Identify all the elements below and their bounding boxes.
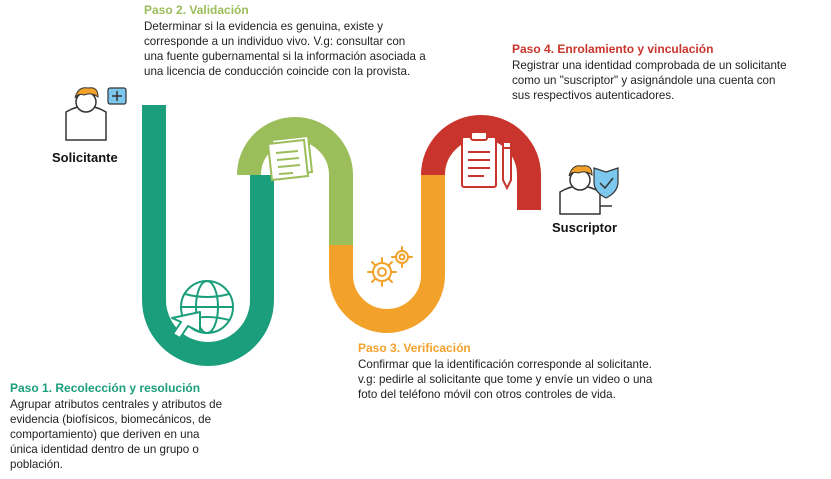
step-2-block: Paso 2. Validación Determinar si la evid… xyxy=(144,3,466,79)
document-icon xyxy=(266,134,314,182)
step-1-description: Agrupar atributos centrales y atributos … xyxy=(10,398,223,471)
path-segment-step1 xyxy=(142,105,274,366)
step-1-title: Paso 1. Recolección y resolución xyxy=(10,381,201,395)
path-segment-step4 xyxy=(421,115,541,210)
step-3-block: Paso 3. Verificación Confirmar que la id… xyxy=(358,341,718,402)
step-4-title: Paso 4. Enrolamiento y vinculación xyxy=(512,42,714,56)
step-4-block: Paso 4. Enrolamiento y vinculación Regis… xyxy=(512,42,822,103)
actor-label-suscriptor: Suscriptor xyxy=(552,220,618,235)
step-3-description: Confirmar que la identificación correspo… xyxy=(358,358,653,401)
step-2-title: Paso 2. Validación xyxy=(144,3,249,17)
step-4-description: Registrar una identidad comprobada de un… xyxy=(512,59,787,102)
step-3-title: Paso 3. Verificación xyxy=(358,341,471,355)
person-plus-icon xyxy=(65,87,127,141)
step-1-block: Paso 1. Recolección y resolución Agrupar… xyxy=(10,381,272,472)
path-segment-step2 xyxy=(237,117,353,245)
clipboard-pen-icon xyxy=(461,131,512,191)
globe-cursor-icon xyxy=(171,280,234,339)
gears-icon xyxy=(367,246,413,287)
step-2-description: Determinar si la evidencia es genuina, e… xyxy=(144,20,426,78)
person-shield-icon xyxy=(559,165,619,215)
path-segment-step3 xyxy=(329,175,445,333)
actor-label-solicitante: Solicitante xyxy=(52,150,118,165)
